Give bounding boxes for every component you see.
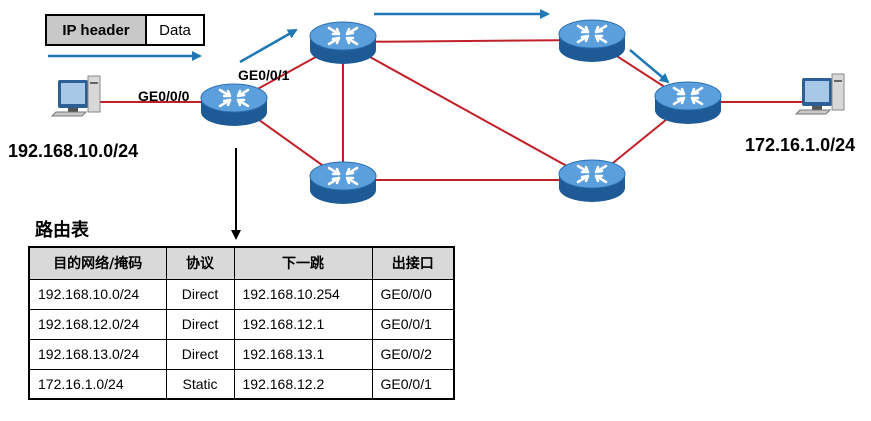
left-subnet-label: 192.168.10.0/24 — [8, 141, 139, 161]
table-cell: Static — [165, 368, 235, 400]
routing-table-title: 路由表 — [35, 220, 89, 241]
table-cell: GE0/0/0 — [371, 278, 455, 310]
table-cell: 192.168.13.0/24 — [28, 338, 167, 370]
packet-flow-arrows — [48, 9, 670, 84]
router-r6 — [653, 80, 723, 126]
right-subnet-label: 172.16.1.0/24 — [745, 135, 856, 155]
table-cell: 172.16.1.0/24 — [28, 368, 167, 400]
column-header: 目的网络/掩码 — [28, 246, 167, 280]
flow-arrow-r1-r2 — [239, 28, 298, 64]
pc-right-icon — [795, 73, 845, 115]
table-row: 192.168.12.0/24 Direct 192.168.12.1 GE0/… — [28, 308, 455, 340]
table-row: 192.168.10.0/24 Direct 192.168.10.254 GE… — [28, 278, 455, 310]
router-r5 — [557, 158, 627, 204]
router-r3 — [308, 160, 378, 206]
table-cell: GE0/0/1 — [371, 368, 455, 400]
router-r4 — [557, 18, 627, 64]
table-cell: 192.168.12.2 — [233, 368, 373, 400]
link-r2-r5 — [342, 41, 593, 181]
table-cell: GE0/0/1 — [371, 308, 455, 340]
table-cell: Direct — [165, 308, 235, 340]
ip-header-label: IP header — [47, 16, 147, 44]
table-cell: Direct — [165, 278, 235, 310]
table-row: 172.16.1.0/24 Static 192.168.12.2 GE0/0/… — [28, 368, 455, 400]
router-r2 — [308, 20, 378, 66]
data-label: Data — [147, 16, 203, 44]
router-r1 — [199, 82, 269, 128]
table-cell: 192.168.10.254 — [233, 278, 373, 310]
port-label-ge001: GE0/0/1 — [238, 67, 290, 83]
column-header: 协议 — [165, 246, 235, 280]
table-cell: 192.168.12.1 — [233, 308, 373, 340]
table-cell: 192.168.12.0/24 — [28, 308, 167, 340]
flow-arrow-r4-r6 — [629, 49, 670, 84]
packet-structure: IP header Data — [45, 14, 205, 46]
table-cell: GE0/0/2 — [371, 338, 455, 370]
routing-table: 目的网络/掩码 协议 下一跳 出接口 192.168.10.0/24 Direc… — [28, 246, 455, 400]
table-cell: 192.168.10.0/24 — [28, 278, 167, 310]
link-r2-r4 — [342, 39, 593, 43]
table-header-row: 目的网络/掩码 协议 下一跳 出接口 — [28, 246, 455, 280]
table-cell: Direct — [165, 338, 235, 370]
table-cell: 192.168.13.1 — [233, 338, 373, 370]
pc-left-icon — [51, 75, 101, 117]
column-header: 出接口 — [371, 246, 455, 280]
port-label-ge000: GE0/0/0 — [138, 88, 190, 104]
column-header: 下一跳 — [233, 246, 373, 280]
table-row: 192.168.13.0/24 Direct 192.168.13.1 GE0/… — [28, 338, 455, 370]
